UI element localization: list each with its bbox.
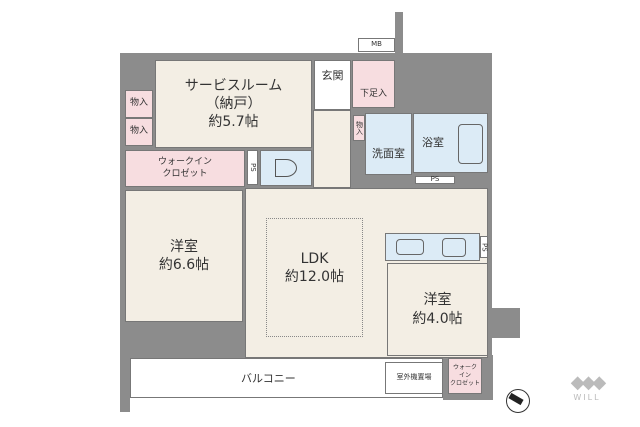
ldk-dotted-area [266,218,363,337]
logo-text: WILL [573,393,601,402]
wic2-line3: クロゼット [449,379,480,387]
room-service-room: サービスルーム（納戸） 約5.7帖 [155,60,312,148]
pipe-space-3: PS [480,236,489,258]
wic-line2: クロゼット [162,168,208,179]
service-room-sub: （納戸） [205,95,262,112]
shoe-label: 下足入 [359,89,387,100]
pipe-space-1: PS [247,150,258,185]
toilet [260,150,312,186]
mb-label: MB [371,40,382,49]
outdoor-unit-space: 室外機置場 [385,362,443,394]
balcony-label: バルコニー [241,372,296,385]
wic2-line1: ウォーク [452,364,477,372]
storage-3-label: 物入 [355,121,364,135]
ps2-label: PS [430,175,440,184]
washroom: 洗面室 [365,113,412,175]
ldk-label: LDK 約12.0帖 [266,250,363,286]
kitchen-counter [385,233,480,261]
storage-1: 物入 [125,90,153,118]
western-2-size: 約4.0帖 [412,310,463,327]
walk-in-closet: ウォークインクロゼット [125,150,245,187]
ldk-size: 約12.0帖 [284,269,345,286]
bathtub-icon [458,124,483,164]
shoe-cabinet: 下足入 [352,60,395,108]
stove-icon [442,238,466,257]
walk-in-closet-2: ウォークインクロゼット [448,358,482,394]
western-1-size: 約6.6帖 [158,257,210,273]
will-logo: ◆◆◆WILL [562,372,612,402]
meter-box: MB [358,38,395,52]
washroom-label: 洗面室 [372,146,405,160]
wic-line1: ウォークイン [157,156,212,167]
service-room-size: 約5.7帖 [208,114,259,131]
outdoor-unit-label: 室外機置場 [396,373,432,382]
wall-extension [395,12,403,112]
room-western-2: 洋室約4.0帖 [387,263,488,356]
entrance: 玄関 [314,60,351,110]
wic2-line2: イン [458,372,471,380]
storage-3: 物入 [353,115,365,141]
ps3-label: PS [480,242,489,252]
western-2-name: 洋室 [423,292,452,309]
pipe-space-2: PS [415,175,455,184]
wall-balcony-left [120,340,130,412]
hallway [313,110,351,188]
room-western-1: 洋室約6.6帖 [125,190,243,322]
bath-label: 浴室 [422,135,444,149]
sink-icon [396,239,424,255]
storage-2-label: 物入 [129,126,148,137]
wall-pier-right [490,308,520,338]
toilet-icon [275,159,297,177]
service-room-name: サービスルーム [184,77,283,94]
ps1-label: PS [249,163,258,172]
entrance-label: 玄関 [321,69,344,82]
western-1-name: 洋室 [170,238,198,255]
ldk-name: LDK [300,251,329,267]
bathroom: 浴室 [413,113,488,173]
storage-1-label: 物入 [129,98,148,109]
storage-2: 物入 [125,118,153,146]
compass-icon [506,389,530,413]
